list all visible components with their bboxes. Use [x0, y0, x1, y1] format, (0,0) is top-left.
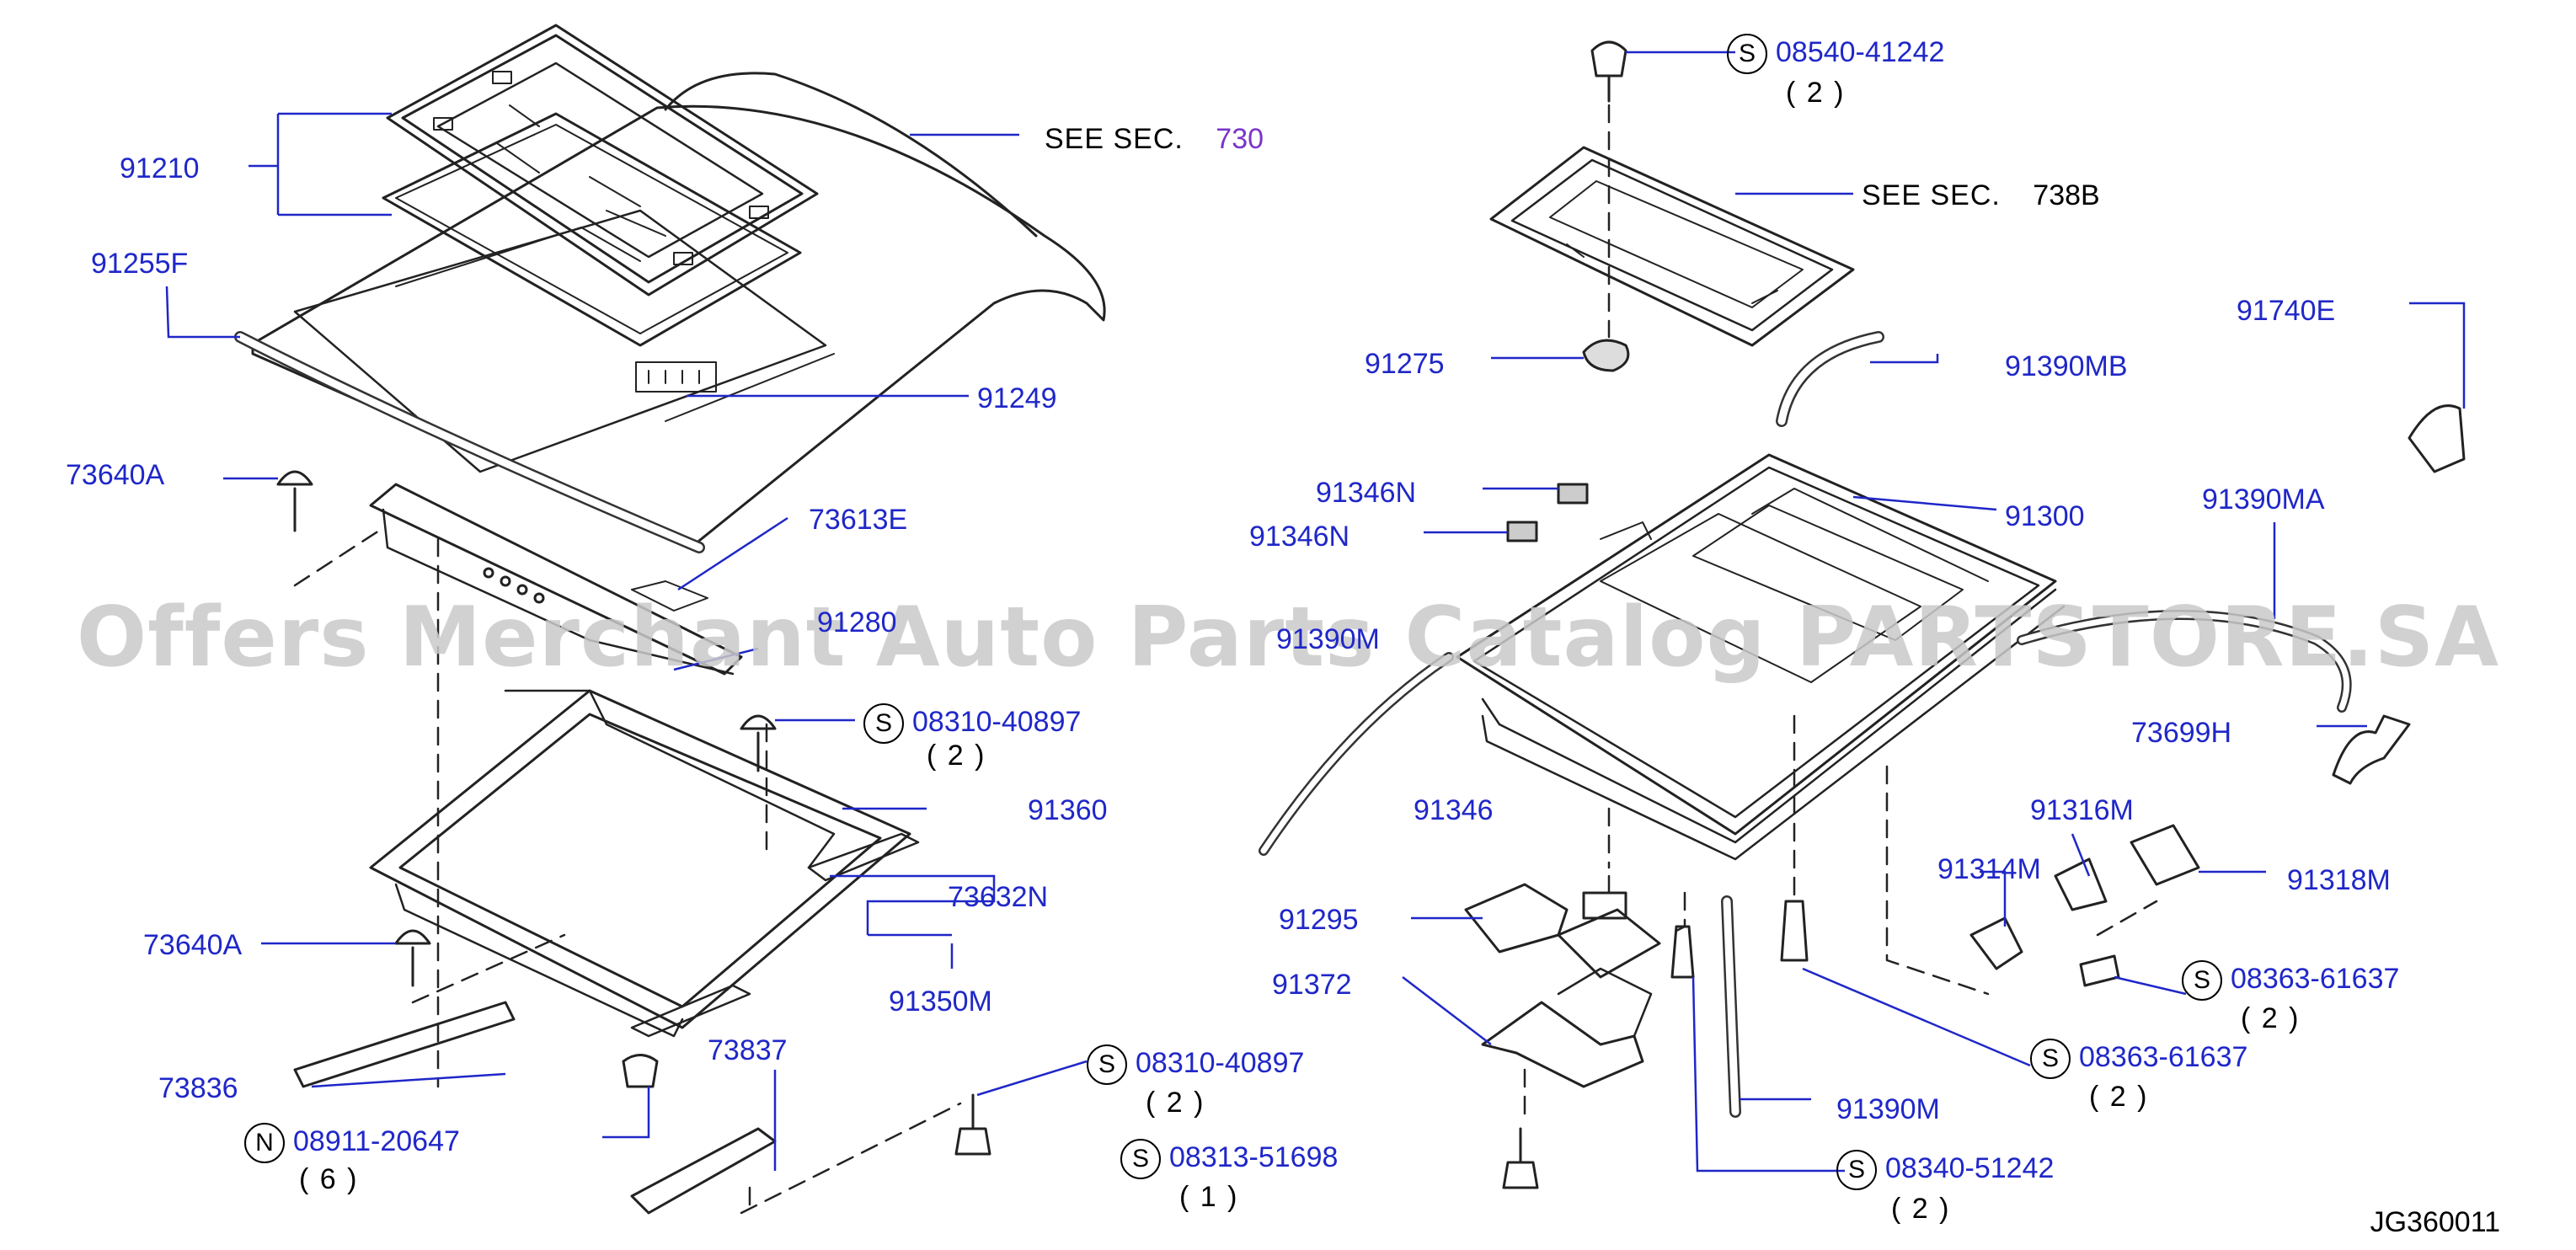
fastener-qty: ( 2 ) [1786, 77, 1846, 109]
fastener-qty: ( 2 ) [927, 740, 986, 772]
part-label[interactable]: 91390MA [2202, 483, 2325, 515]
part-label[interactable]: 91316M [2030, 794, 2134, 826]
part-label[interactable]: 91280 [817, 606, 897, 638]
fastener-number: 08540-41242 [1776, 35, 1945, 68]
part-label[interactable]: 73640A [143, 929, 243, 961]
part-label[interactable]: 91210 [120, 152, 200, 184]
roof-bracket [369, 483, 743, 676]
see-section-738b[interactable]: SEE SEC. 738B [1862, 181, 2100, 210]
fastener-qty: ( 6 ) [299, 1163, 359, 1195]
part-label[interactable]: 73699H [2131, 717, 2232, 749]
part-label[interactable]: 91346N [1316, 477, 1417, 509]
part-label[interactable]: 91300 [2005, 500, 2085, 532]
sunroof-frame [369, 689, 911, 1038]
see-section-number: 738B [2033, 179, 2100, 211]
part-label[interactable]: 91372 [1272, 969, 1352, 1001]
fastener-qty: ( 2 ) [1146, 1087, 1205, 1119]
fastener-qty: ( 1 ) [1179, 1181, 1239, 1213]
part-label[interactable]: 91346 [1414, 794, 1494, 826]
fastener-qty: ( 2 ) [2241, 1002, 2301, 1034]
part-label[interactable]: 91390M [1836, 1093, 1940, 1125]
fastener-symbol: S [1836, 1150, 1877, 1190]
fastener-callout[interactable]: S 08363-61637 [2182, 960, 2399, 1001]
fastener-number: 08340-51242 [1885, 1151, 2055, 1184]
part-label[interactable]: 91318M [2287, 864, 2391, 896]
part-label[interactable]: 73632N [948, 881, 1049, 913]
sunroof-unit [1456, 453, 2066, 861]
part-label[interactable]: 73613E [809, 504, 908, 536]
part-label[interactable]: 73640A [66, 459, 165, 491]
part-label[interactable]: 91249 [977, 382, 1057, 414]
part-label[interactable]: 91390M [1276, 623, 1380, 655]
fastener-number: 08310-40897 [1136, 1046, 1305, 1079]
fastener-callout[interactable]: S 08540-41242 [1727, 34, 1944, 74]
fastener-number: 08363-61637 [2079, 1040, 2248, 1073]
see-section-prefix: SEE SEC. [1045, 123, 1184, 155]
fastener-number: 08363-61637 [2231, 962, 2400, 995]
fastener-symbol: S [863, 703, 904, 744]
fastener-symbol: S [1727, 34, 1767, 74]
part-label[interactable]: 91390MB [2005, 350, 2128, 382]
part-label[interactable]: 91275 [1365, 348, 1445, 380]
fastener-qty: ( 2 ) [2089, 1081, 2149, 1113]
fastener-symbol: N [244, 1123, 285, 1163]
part-label[interactable]: 91740E [2237, 295, 2336, 327]
motor [1464, 883, 1661, 979]
fastener-symbol: S [2182, 960, 2222, 1001]
fastener-symbol: S [2030, 1039, 2071, 1079]
roof-panel [251, 72, 1106, 549]
part-label[interactable]: 91295 [1279, 904, 1359, 936]
glass-seal [382, 112, 802, 347]
part-label[interactable]: 91314M [1937, 853, 2041, 885]
see-section-prefix: SEE SEC. [1862, 179, 2001, 211]
fastener-number: 08313-51698 [1169, 1140, 1339, 1173]
fastener-number: 08310-40897 [912, 705, 1082, 738]
part-label[interactable]: 91346N [1249, 521, 1350, 553]
fastener-callout[interactable]: S 08310-40897 [1087, 1044, 1304, 1085]
part-label[interactable]: 91350M [889, 986, 992, 1018]
part-label[interactable]: 91360 [1028, 794, 1108, 826]
sunroof-glass [386, 24, 819, 296]
fastener-qty: ( 2 ) [1891, 1193, 1951, 1225]
part-label[interactable]: 91255F [91, 248, 189, 280]
drawing-code: JG360011 [2370, 1206, 2500, 1238]
part-label[interactable]: 73837 [708, 1034, 788, 1066]
sunroof-frame-738B [1489, 146, 1855, 347]
see-section-730[interactable]: SEE SEC. 730 [1045, 125, 1264, 153]
part-label[interactable]: 73836 [158, 1072, 238, 1104]
see-section-number: 730 [1216, 123, 1264, 155]
fastener-symbol: S [1120, 1139, 1161, 1179]
fastener-number: 08911-20647 [293, 1124, 460, 1157]
fastener-symbol: S [1087, 1044, 1127, 1085]
